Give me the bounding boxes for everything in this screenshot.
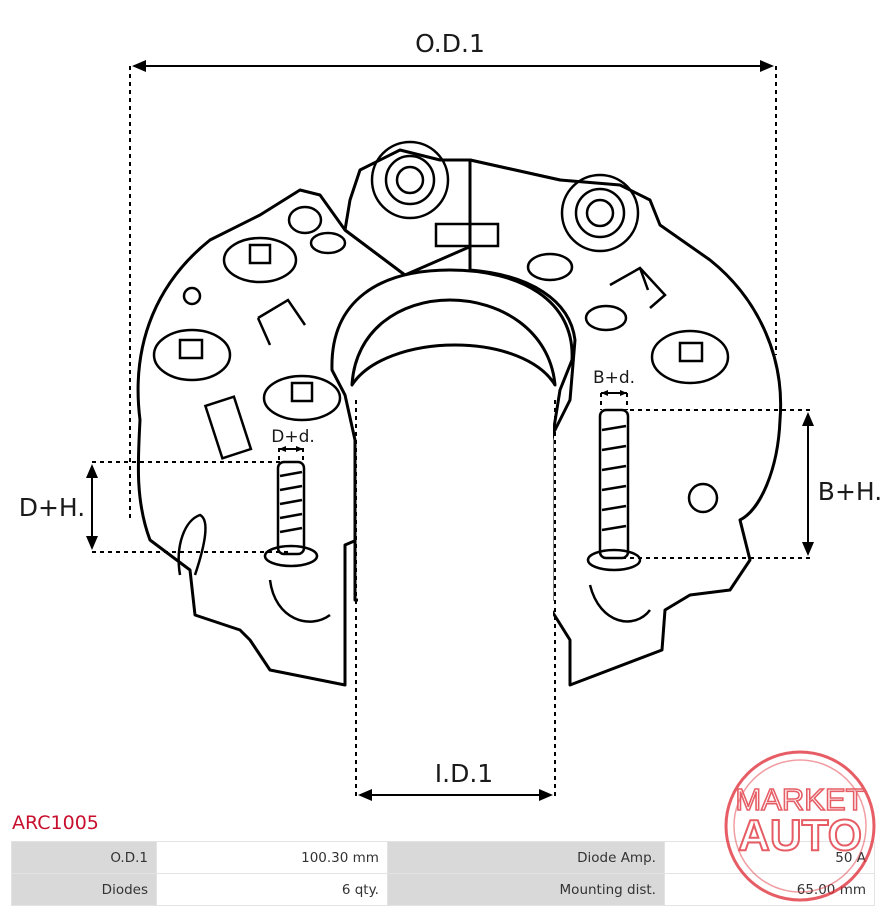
bh-dimension: B+H. xyxy=(614,409,882,559)
dh-label: D+H. xyxy=(19,493,86,522)
dd-dimension: D+d. xyxy=(271,427,315,462)
id-label: I.D.1 xyxy=(435,759,493,788)
rectifier-body xyxy=(136,140,783,800)
table-row: Diodes 6 qty. Mounting dist. 65.00 mm xyxy=(11,873,876,906)
bh-label: B+H. xyxy=(818,477,882,506)
spec-label: Diodes xyxy=(11,873,157,906)
spec-table: O.D.1 100.30 mm Diode Amp. 50 A Diodes 6… xyxy=(11,841,876,906)
dh-dimension: D+H. xyxy=(19,461,290,553)
spec-value: 6 qty. xyxy=(156,873,388,906)
spec-label: O.D.1 xyxy=(11,841,157,874)
watermark-line2: AUTO xyxy=(738,811,862,860)
od-dimension: O.D.1 xyxy=(129,29,777,520)
od-label: O.D.1 xyxy=(415,29,485,58)
bd-dimension: B+d. xyxy=(593,368,635,410)
rectifier-diagram: O.D.1 xyxy=(19,29,882,801)
dd-label: D+d. xyxy=(271,427,315,447)
part-code: ARC1005 xyxy=(12,812,99,834)
watermark-line1: MARKET xyxy=(735,782,864,817)
bd-label: B+d. xyxy=(593,368,635,388)
market-auto-watermark: MARKET AUTO xyxy=(724,750,876,902)
id-dimension: I.D.1 xyxy=(355,400,556,801)
spec-label: Mounting dist. xyxy=(386,873,665,906)
spec-label: Diode Amp. xyxy=(386,841,665,874)
spec-value: 100.30 mm xyxy=(156,841,388,874)
